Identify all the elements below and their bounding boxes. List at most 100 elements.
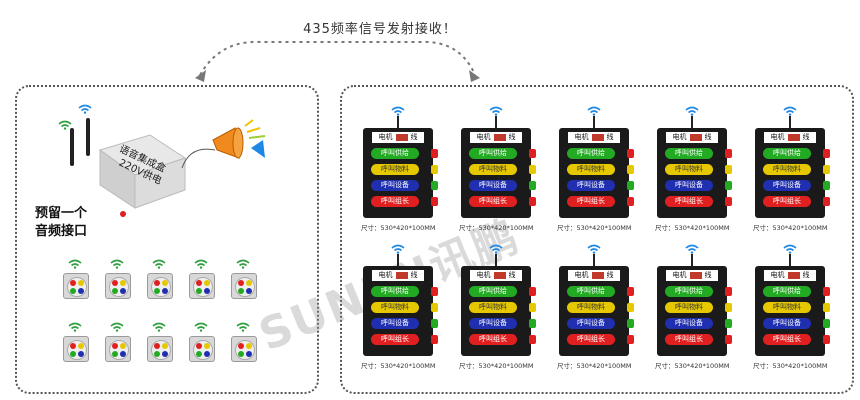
board-size-label: 尺寸：530*420*100MM — [557, 362, 632, 370]
wifi-icon — [783, 106, 797, 116]
status-lamp — [627, 287, 634, 296]
antenna-icon — [691, 116, 693, 128]
board-header-right: 线 — [802, 271, 810, 279]
wifi-icon-2 — [78, 104, 92, 114]
call-key — [204, 288, 210, 294]
call-key — [70, 280, 76, 286]
andon-board: 电机线呼叫供给呼叫物料呼叫设备呼叫组长 — [461, 254, 536, 356]
status-lamp — [823, 165, 830, 174]
status-lamp — [627, 165, 634, 174]
voice-box-graphic — [98, 134, 187, 209]
board-header: 电机线 — [470, 132, 522, 143]
board-header-display — [493, 133, 506, 141]
board-size-label: 尺寸：530*420*100MM — [655, 362, 730, 370]
wifi-icon — [685, 106, 699, 116]
status-lamp — [431, 149, 438, 158]
board-header-left: 电机 — [770, 271, 785, 279]
board-header-left: 电机 — [770, 133, 785, 141]
status-lamp — [529, 181, 536, 190]
board-call-label: 呼叫设备 — [371, 318, 419, 329]
call-key — [154, 280, 160, 286]
status-lamp — [823, 287, 830, 296]
board-call-label: 呼叫设备 — [469, 318, 517, 329]
call-key — [238, 288, 244, 294]
wireless-call-button — [231, 273, 257, 299]
status-lamp — [725, 335, 732, 344]
board-header: 电机线 — [666, 270, 718, 281]
call-key — [78, 280, 84, 286]
board-call-label: 呼叫物料 — [665, 164, 713, 175]
board-header-right: 线 — [410, 271, 418, 279]
wireless-call-button — [63, 336, 89, 362]
board-call-label: 呼叫设备 — [469, 180, 517, 191]
board-header-display — [591, 271, 604, 279]
call-key — [120, 351, 126, 357]
board-header-left: 电机 — [574, 271, 589, 279]
wireless-call-button — [63, 273, 89, 299]
call-key — [78, 351, 84, 357]
board-size-label: 尺寸：530*420*100MM — [753, 362, 828, 370]
board-call-label: 呼叫供给 — [371, 148, 419, 159]
wifi-icon — [587, 106, 601, 116]
call-key — [78, 288, 84, 294]
call-button-face — [193, 277, 213, 297]
board-call-label: 呼叫组长 — [665, 334, 713, 345]
status-lamp — [823, 149, 830, 158]
call-key — [120, 288, 126, 294]
wifi-icon — [489, 106, 503, 116]
status-lamp — [823, 319, 830, 328]
board-header-left: 电机 — [378, 133, 393, 141]
call-key — [70, 343, 76, 349]
board-header-display — [689, 133, 702, 141]
board-header-left: 电机 — [476, 271, 491, 279]
board-header-right: 线 — [508, 133, 516, 141]
call-key — [196, 280, 202, 286]
status-lamp — [431, 181, 438, 190]
wifi-icon — [152, 259, 166, 269]
call-button-face — [151, 340, 171, 360]
antenna-icon — [789, 254, 791, 266]
status-lamp — [431, 165, 438, 174]
audio-port-note-1: 预留一个 — [35, 206, 88, 221]
call-button-face — [109, 277, 129, 297]
signal-arrow — [195, 40, 480, 82]
board-size-label: 尺寸：530*420*100MM — [361, 362, 436, 370]
cable — [181, 148, 216, 169]
status-lamp — [725, 181, 732, 190]
call-key — [162, 288, 168, 294]
board-size-label: 尺寸：530*420*100MM — [557, 224, 632, 232]
board-size-label: 尺寸：530*420*100MM — [459, 362, 534, 370]
status-lamp — [431, 197, 438, 206]
call-key — [196, 288, 202, 294]
status-lamp — [431, 335, 438, 344]
wifi-icon — [152, 322, 166, 332]
board-call-label: 呼叫物料 — [665, 302, 713, 313]
board-call-label: 呼叫组长 — [665, 196, 713, 207]
call-key — [246, 288, 252, 294]
status-lamp — [627, 303, 634, 312]
board-call-label: 呼叫供给 — [665, 148, 713, 159]
board-header: 电机线 — [372, 132, 424, 143]
board-header: 电机线 — [470, 270, 522, 281]
board-call-label: 呼叫组长 — [371, 334, 419, 345]
status-lamp — [725, 319, 732, 328]
board-header-left: 电机 — [672, 133, 687, 141]
board-call-label: 呼叫供给 — [763, 286, 811, 297]
antenna-icon — [397, 254, 399, 266]
board-header-display — [689, 271, 702, 279]
board-call-label: 呼叫组长 — [469, 334, 517, 345]
board-call-label: 呼叫组长 — [469, 196, 517, 207]
wifi-icon — [391, 244, 405, 254]
wifi-icon — [110, 259, 124, 269]
status-lamp — [627, 335, 634, 344]
board-call-label: 呼叫设备 — [567, 180, 615, 191]
call-key — [238, 351, 244, 357]
status-lamp — [529, 335, 536, 344]
call-key — [238, 280, 244, 286]
call-button-face — [67, 277, 87, 297]
board-header-display — [591, 133, 604, 141]
status-lamp — [529, 197, 536, 206]
call-key — [196, 343, 202, 349]
andon-board: 电机线呼叫供给呼叫物料呼叫设备呼叫组长 — [755, 116, 830, 218]
antenna-icon — [593, 254, 595, 266]
